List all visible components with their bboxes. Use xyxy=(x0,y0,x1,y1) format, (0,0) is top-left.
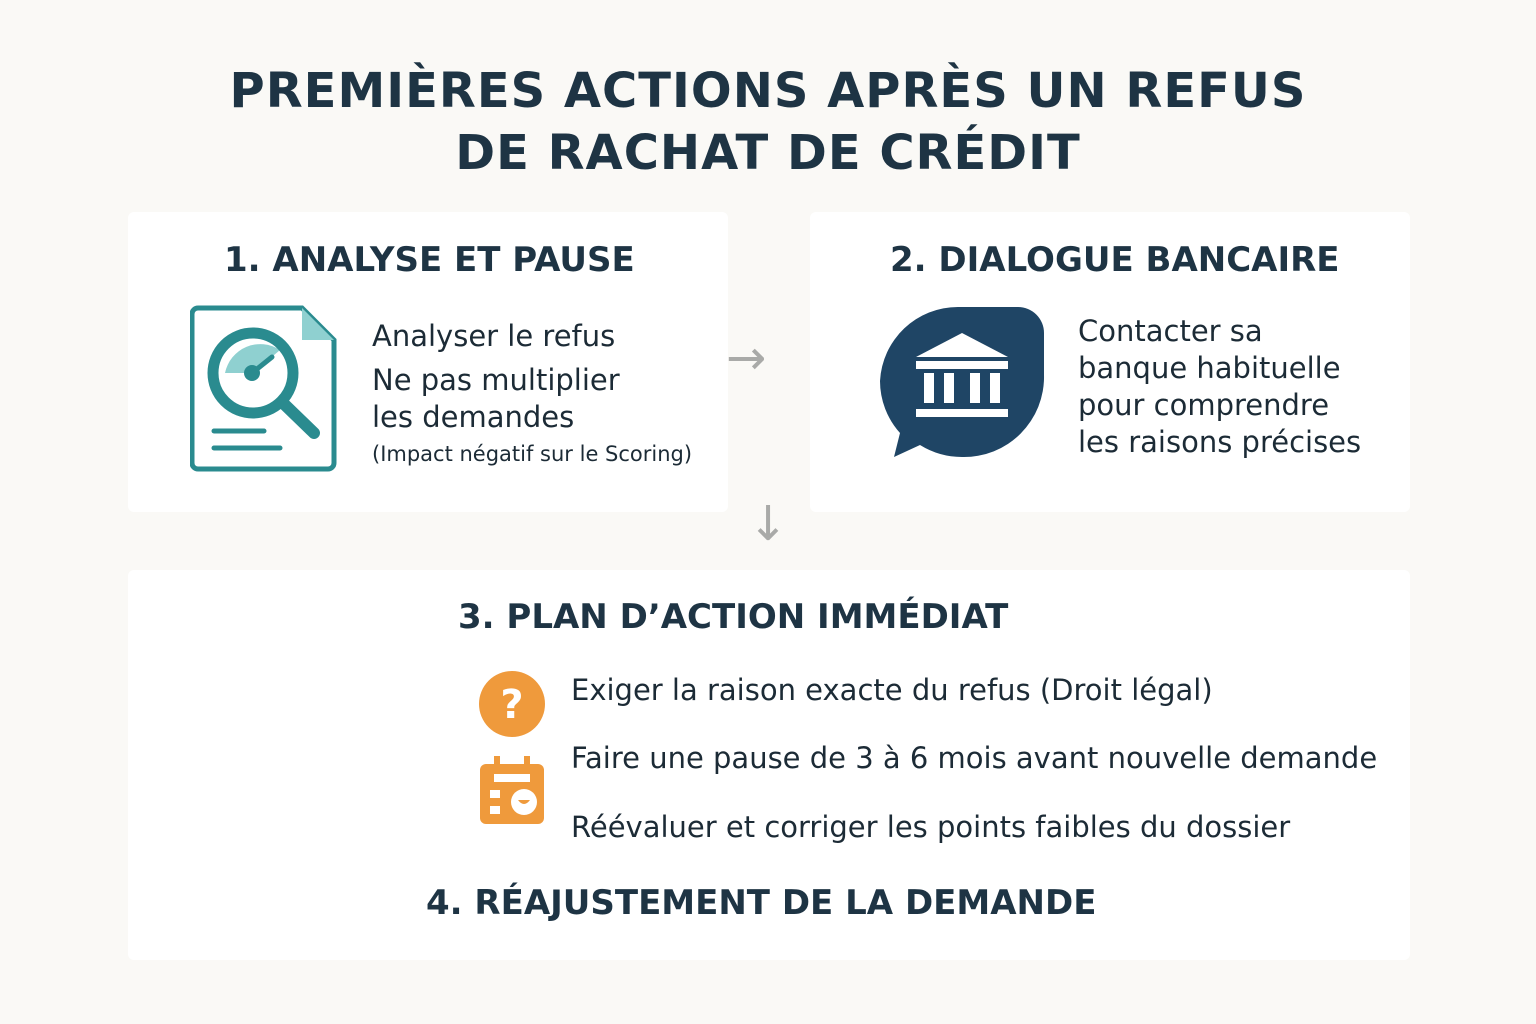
step3-card xyxy=(128,570,1410,960)
step2-text: Contacter sa banque habituelle pour comp… xyxy=(1078,313,1361,461)
step2-heading: 2. DIALOGUE BANCAIRE xyxy=(890,240,1340,280)
page-title: PREMIÈRES ACTIONS APRÈS UN REFUS DE RACH… xyxy=(0,60,1536,184)
step1-text: Analyser le refus Ne pas multiplier les … xyxy=(372,318,692,473)
step4-heading: 4. RÉAJUSTEMENT DE LA DEMANDE xyxy=(426,883,1097,923)
title-line-1: PREMIÈRES ACTIONS APRÈS UN REFUS xyxy=(229,63,1307,119)
svg-text:?: ? xyxy=(500,682,523,728)
action-item: Exiger la raison exacte du refus (Droit … xyxy=(571,673,1213,707)
step1-note: (Impact négatif sur le Scoring) xyxy=(372,442,693,466)
title-line-2: DE RACHAT DE CRÉDIT xyxy=(455,125,1081,181)
action-item: Réévaluer et corriger les points faibles… xyxy=(571,810,1291,844)
step2-line: Contacter sa xyxy=(1078,314,1263,348)
bank-chat-icon xyxy=(880,306,1045,458)
calendar-icon xyxy=(480,756,544,824)
arrow-down-icon: ↓ xyxy=(748,496,789,552)
step1-line: les demandes xyxy=(372,400,575,434)
step2-line: pour comprendre xyxy=(1078,388,1330,422)
step2-line: les raisons précises xyxy=(1078,425,1362,459)
step3-heading: 3. PLAN D’ACTION IMMÉDIAT xyxy=(458,597,1009,637)
document-magnifier-icon xyxy=(190,305,337,472)
step2-line: banque habituelle xyxy=(1078,351,1341,385)
action-item: Faire une pause de 3 à 6 mois avant nouv… xyxy=(571,741,1378,775)
arrow-right-icon: → xyxy=(726,330,767,386)
step1-line: Analyser le refus xyxy=(372,319,616,353)
step1-heading: 1. ANALYSE ET PAUSE xyxy=(224,240,635,280)
step1-line: Ne pas multiplier xyxy=(372,363,620,397)
question-icon: ? xyxy=(479,671,545,737)
